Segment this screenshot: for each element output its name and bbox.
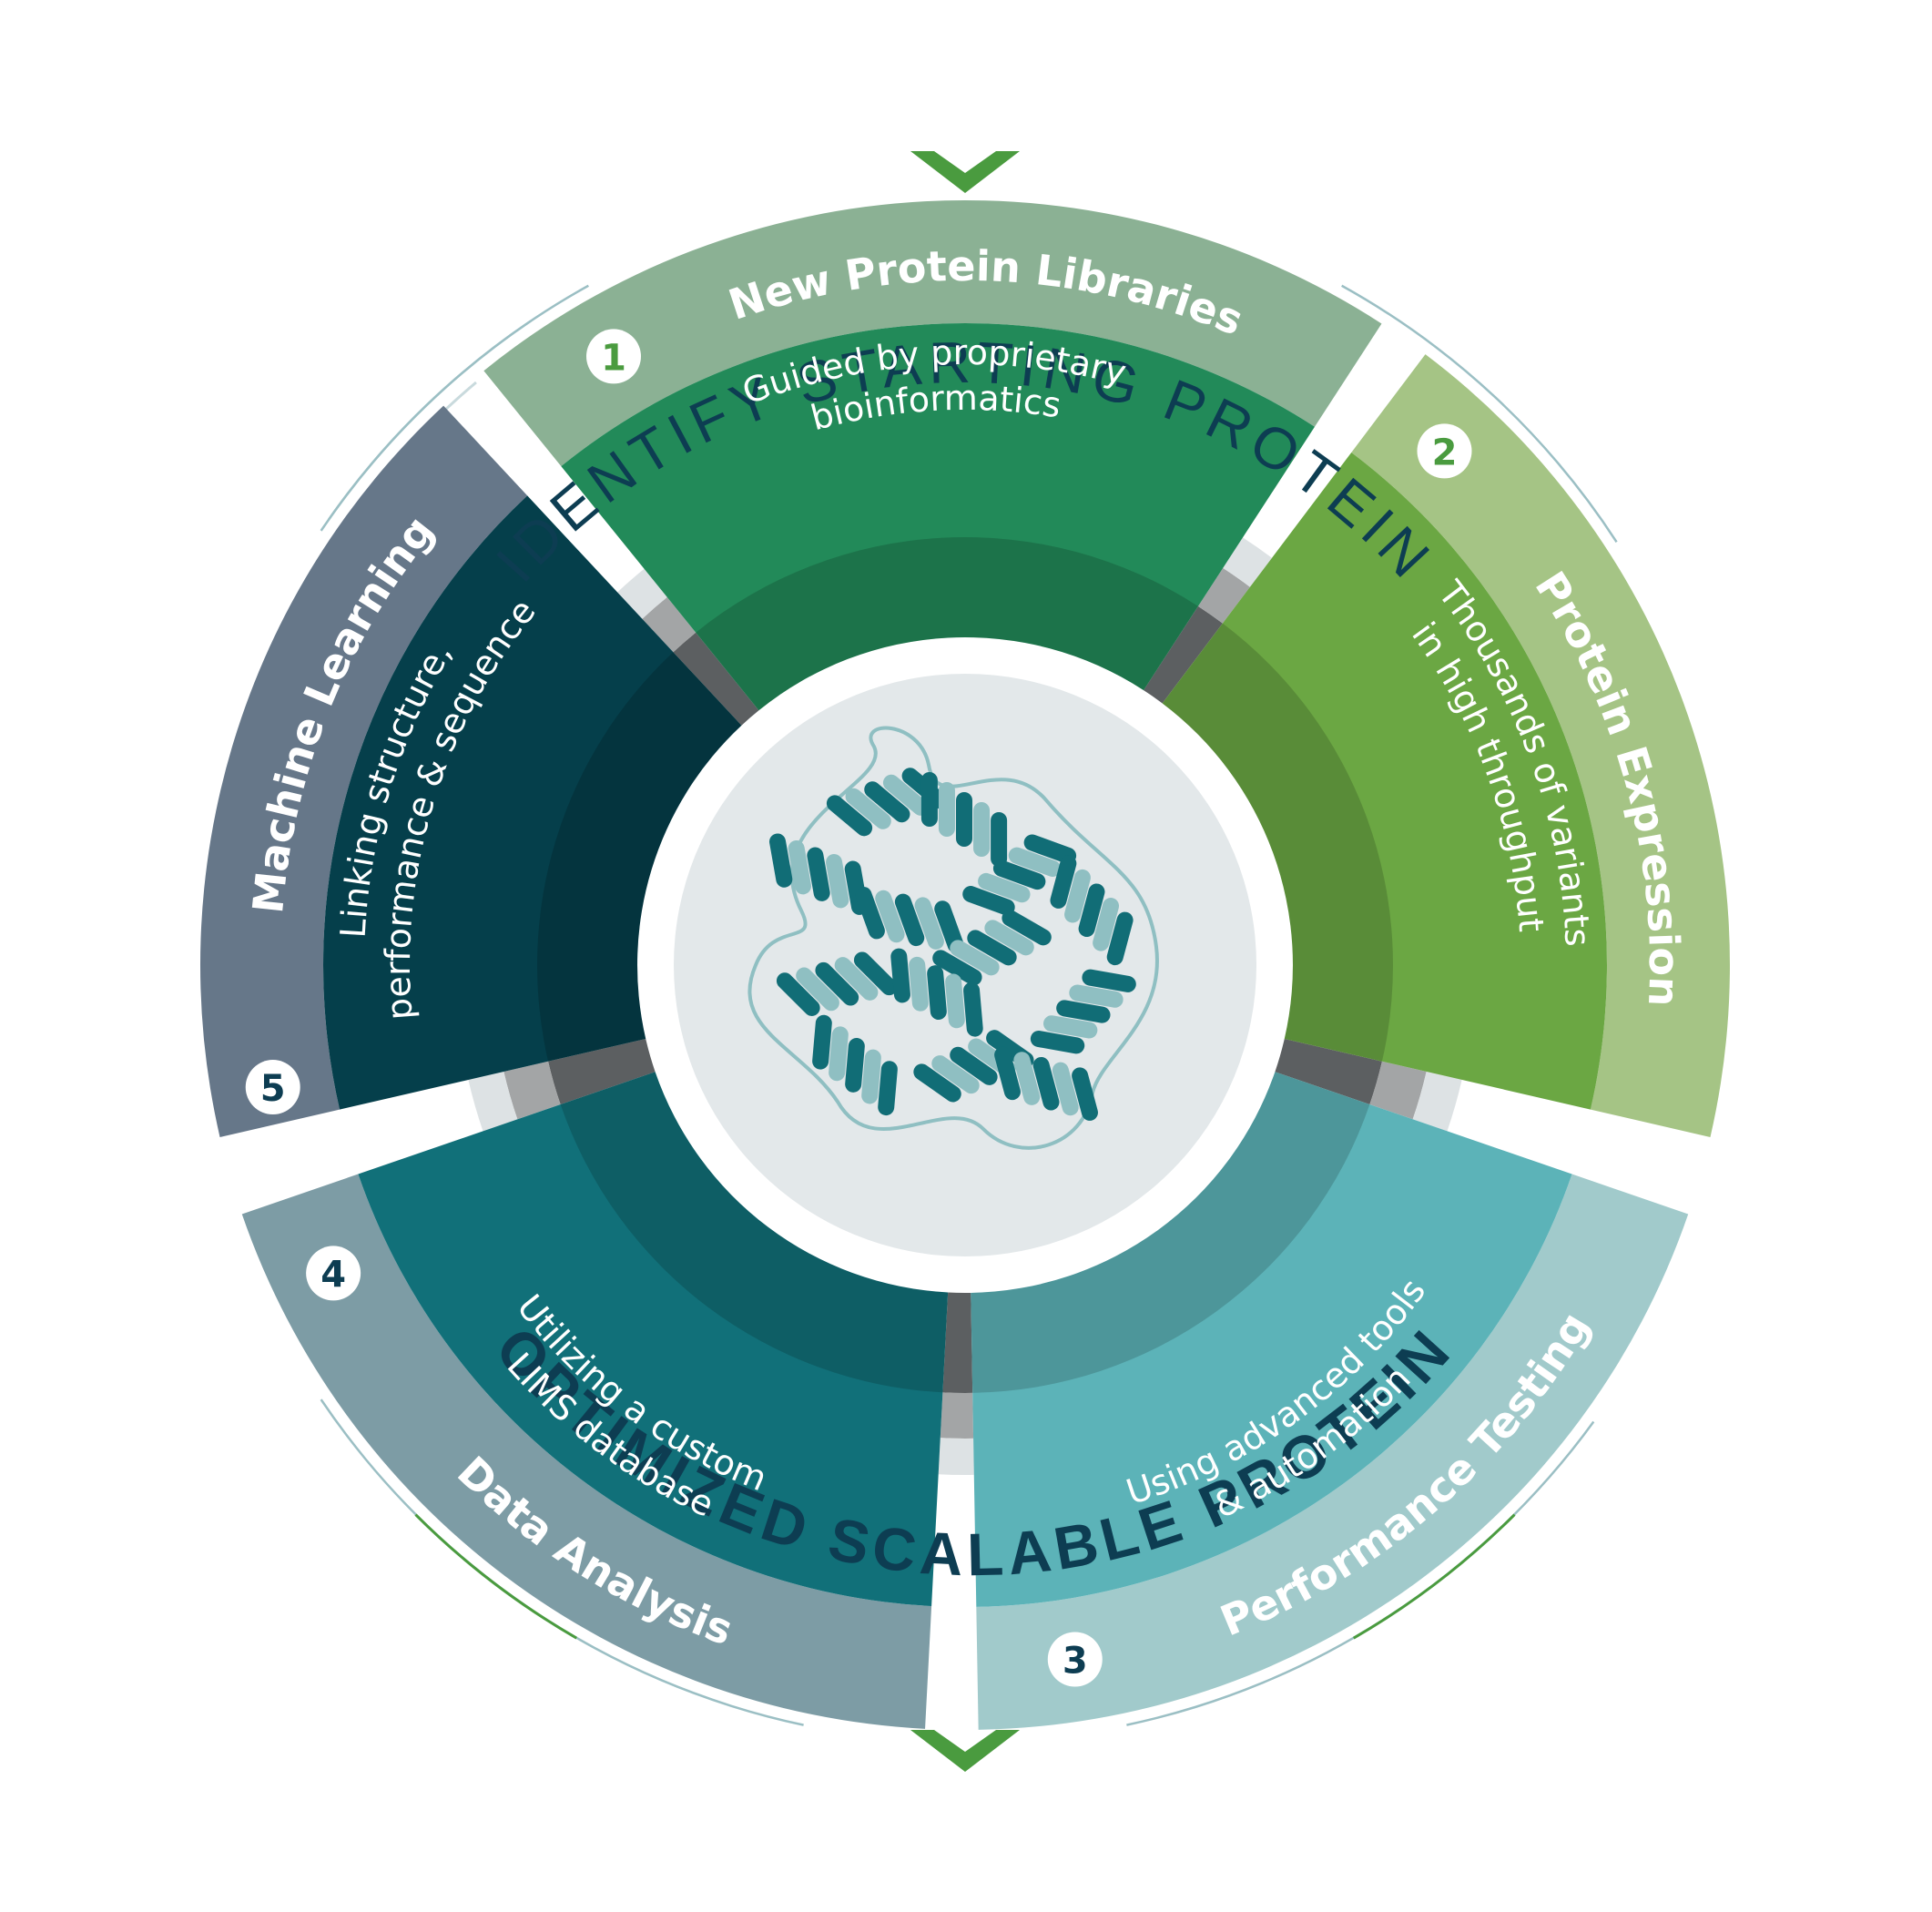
segment-shadow-ring bbox=[971, 1072, 1370, 1393]
segment-4 bbox=[241, 1072, 949, 1729]
step-number: 5 bbox=[260, 1068, 286, 1110]
step-number-badge bbox=[1047, 1632, 1103, 1687]
segment-inner-band bbox=[971, 1072, 1572, 1607]
protein-ribbon-icon bbox=[747, 726, 1159, 1150]
step-number: 3 bbox=[1063, 1640, 1088, 1682]
segment-inner-band bbox=[561, 323, 1315, 711]
segment-shadow-ring bbox=[1162, 623, 1394, 1062]
segment-2 bbox=[1162, 354, 1730, 1137]
segment-outer-band bbox=[1351, 354, 1730, 1137]
bottom-chevron-down-icon bbox=[910, 1730, 1020, 1772]
top-chevron-down-icon bbox=[910, 151, 1020, 193]
segment-shadow-ring bbox=[537, 652, 742, 1062]
segment-inner-band bbox=[1162, 452, 1607, 1110]
segment-3 bbox=[971, 1072, 1689, 1730]
segment-5 bbox=[200, 405, 742, 1137]
step-number: 2 bbox=[1432, 432, 1458, 473]
step-number: 4 bbox=[320, 1254, 346, 1296]
segment-shadow-ring bbox=[696, 537, 1198, 711]
step-number-badge bbox=[245, 1060, 300, 1115]
segment-1 bbox=[483, 200, 1382, 711]
step-number: 1 bbox=[601, 337, 626, 379]
segment-outer-band bbox=[200, 405, 528, 1137]
step-number-badge bbox=[1417, 423, 1472, 479]
segment-separators bbox=[468, 537, 1462, 1475]
segment-shadow-ring bbox=[560, 1072, 949, 1393]
cycle-segments bbox=[200, 200, 1730, 1730]
step-number-badge bbox=[306, 1246, 361, 1301]
segment-outer-band bbox=[483, 200, 1382, 467]
segment-outer-band bbox=[976, 1174, 1689, 1730]
segment-inner-band bbox=[323, 495, 742, 1110]
segment-outer-band bbox=[241, 1174, 932, 1729]
segment-inner-band bbox=[358, 1072, 949, 1607]
step-number-badge bbox=[586, 329, 641, 384]
